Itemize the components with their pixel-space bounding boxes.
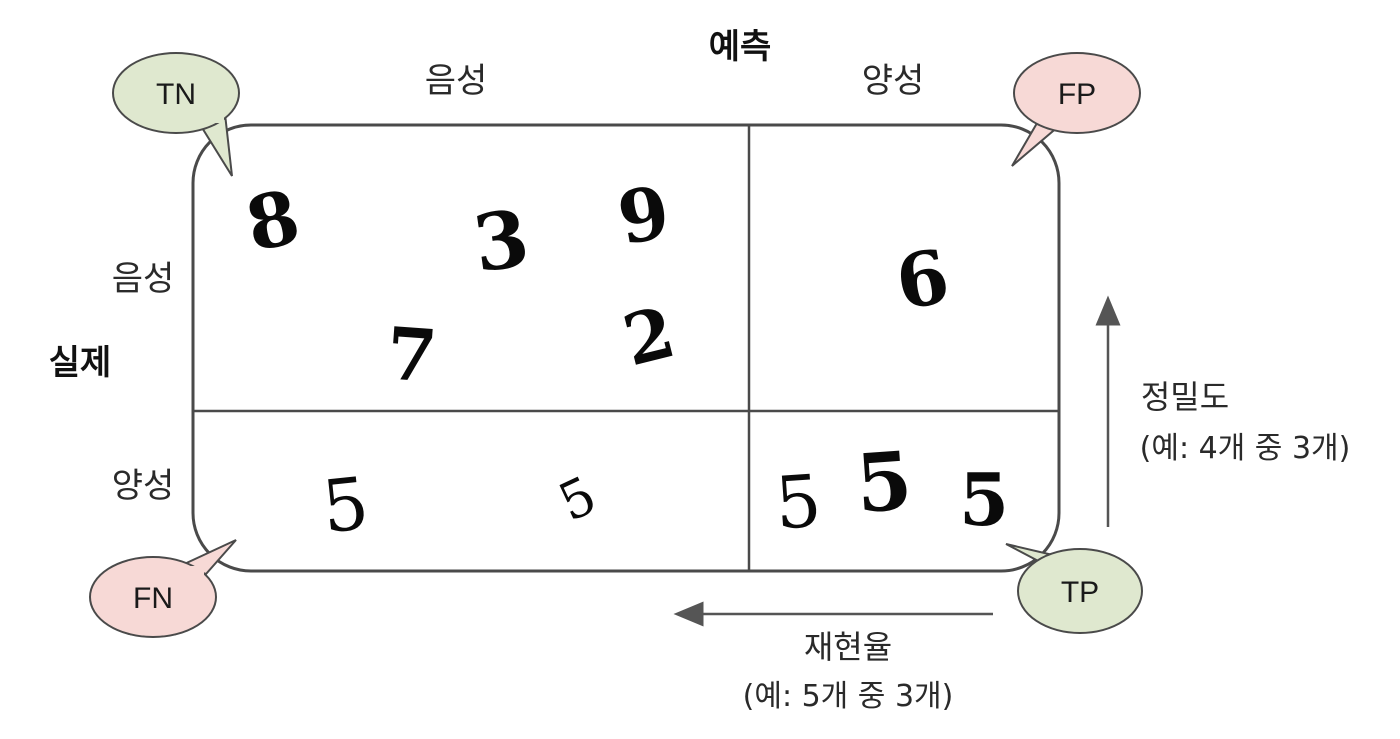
matrix-frame xyxy=(191,123,1061,573)
tn-speech-bubble: TN xyxy=(112,52,240,177)
tp-speech-bubble: TP xyxy=(1005,543,1143,634)
digit-sample: 7 xyxy=(384,310,440,398)
fp-speech-bubble: FP xyxy=(1011,52,1141,167)
tn-label: TN xyxy=(156,78,196,111)
bubble-shape xyxy=(1013,52,1141,134)
fn-label: FN xyxy=(133,582,173,615)
precision-label: 정밀도 xyxy=(1141,378,1229,416)
bubble-shape xyxy=(89,556,217,638)
row-header-positive: 양성 xyxy=(112,466,175,506)
predicted-title: 예측 xyxy=(709,27,772,67)
col-header-negative: 음성 xyxy=(425,61,488,101)
row-header-negative: 음성 xyxy=(112,259,175,299)
digit-sample: 5 xyxy=(318,461,372,549)
col-header-positive: 양성 xyxy=(862,61,925,101)
fn-speech-bubble: FN xyxy=(89,539,237,638)
actual-title: 실제 xyxy=(49,343,112,383)
digit-sample: 3 xyxy=(468,193,534,291)
recall-label: 재현율 xyxy=(804,628,892,666)
precision-example: (예: 4개 중 3개) xyxy=(1140,431,1351,466)
cell-true-positive: 5 5 5 xyxy=(772,433,1009,545)
bubble-shape xyxy=(112,52,240,134)
bubble-shape xyxy=(1017,548,1143,634)
digit-sample: 5 xyxy=(959,457,1009,542)
cell-true-negative: 8 3 9 7 2 xyxy=(239,169,683,399)
digit-sample: 5 xyxy=(853,433,915,531)
recall-example: (예: 5개 중 3개) xyxy=(743,679,954,714)
digit-sample: 5 xyxy=(772,459,824,546)
fp-label: FP xyxy=(1058,78,1096,111)
tp-label: TP xyxy=(1061,576,1099,609)
